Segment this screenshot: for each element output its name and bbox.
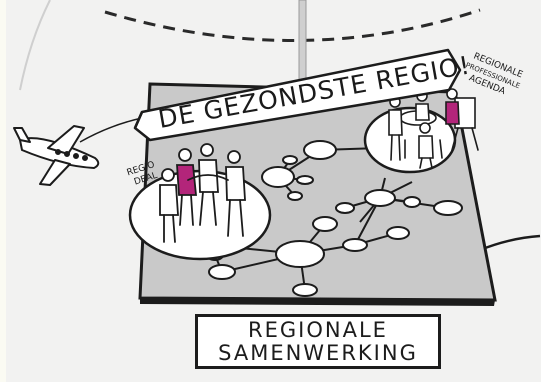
network-node-icon <box>208 264 236 280</box>
sign-line-1: REGIONALE <box>248 318 388 343</box>
network-node-icon <box>282 155 298 165</box>
sign-line-2: SAMENWERKING <box>218 340 418 365</box>
network-node-icon <box>433 200 463 216</box>
people-group-icon <box>159 143 246 243</box>
network-node-icon <box>364 189 396 207</box>
gray-arc <box>19 0 51 91</box>
regional-collaboration-sign: REGIONALE SAMENWERKING <box>195 314 441 369</box>
board-edge <box>140 298 495 306</box>
network-node-icon <box>261 166 295 188</box>
airplane-icon <box>13 125 100 186</box>
label-regional-agenda: REGIONALE PROFESSIONALE AGENDA <box>464 52 524 98</box>
network-node-icon <box>275 240 325 268</box>
network-node-icon <box>342 238 368 252</box>
network-node-icon <box>292 283 318 297</box>
network-node-icon <box>303 140 337 160</box>
network-node-icon <box>312 216 338 232</box>
meeting-group-icon <box>388 88 479 169</box>
banner-rope <box>79 117 143 143</box>
network-node-icon <box>296 175 314 185</box>
network-node-icon <box>386 226 410 240</box>
dashed-arc <box>104 8 481 42</box>
left-edge <box>0 0 6 382</box>
network-nodes <box>206 140 463 297</box>
network-node-icon <box>403 196 421 208</box>
right-curve <box>479 234 541 252</box>
network-node-icon <box>335 202 355 214</box>
network-node-icon <box>287 191 303 201</box>
